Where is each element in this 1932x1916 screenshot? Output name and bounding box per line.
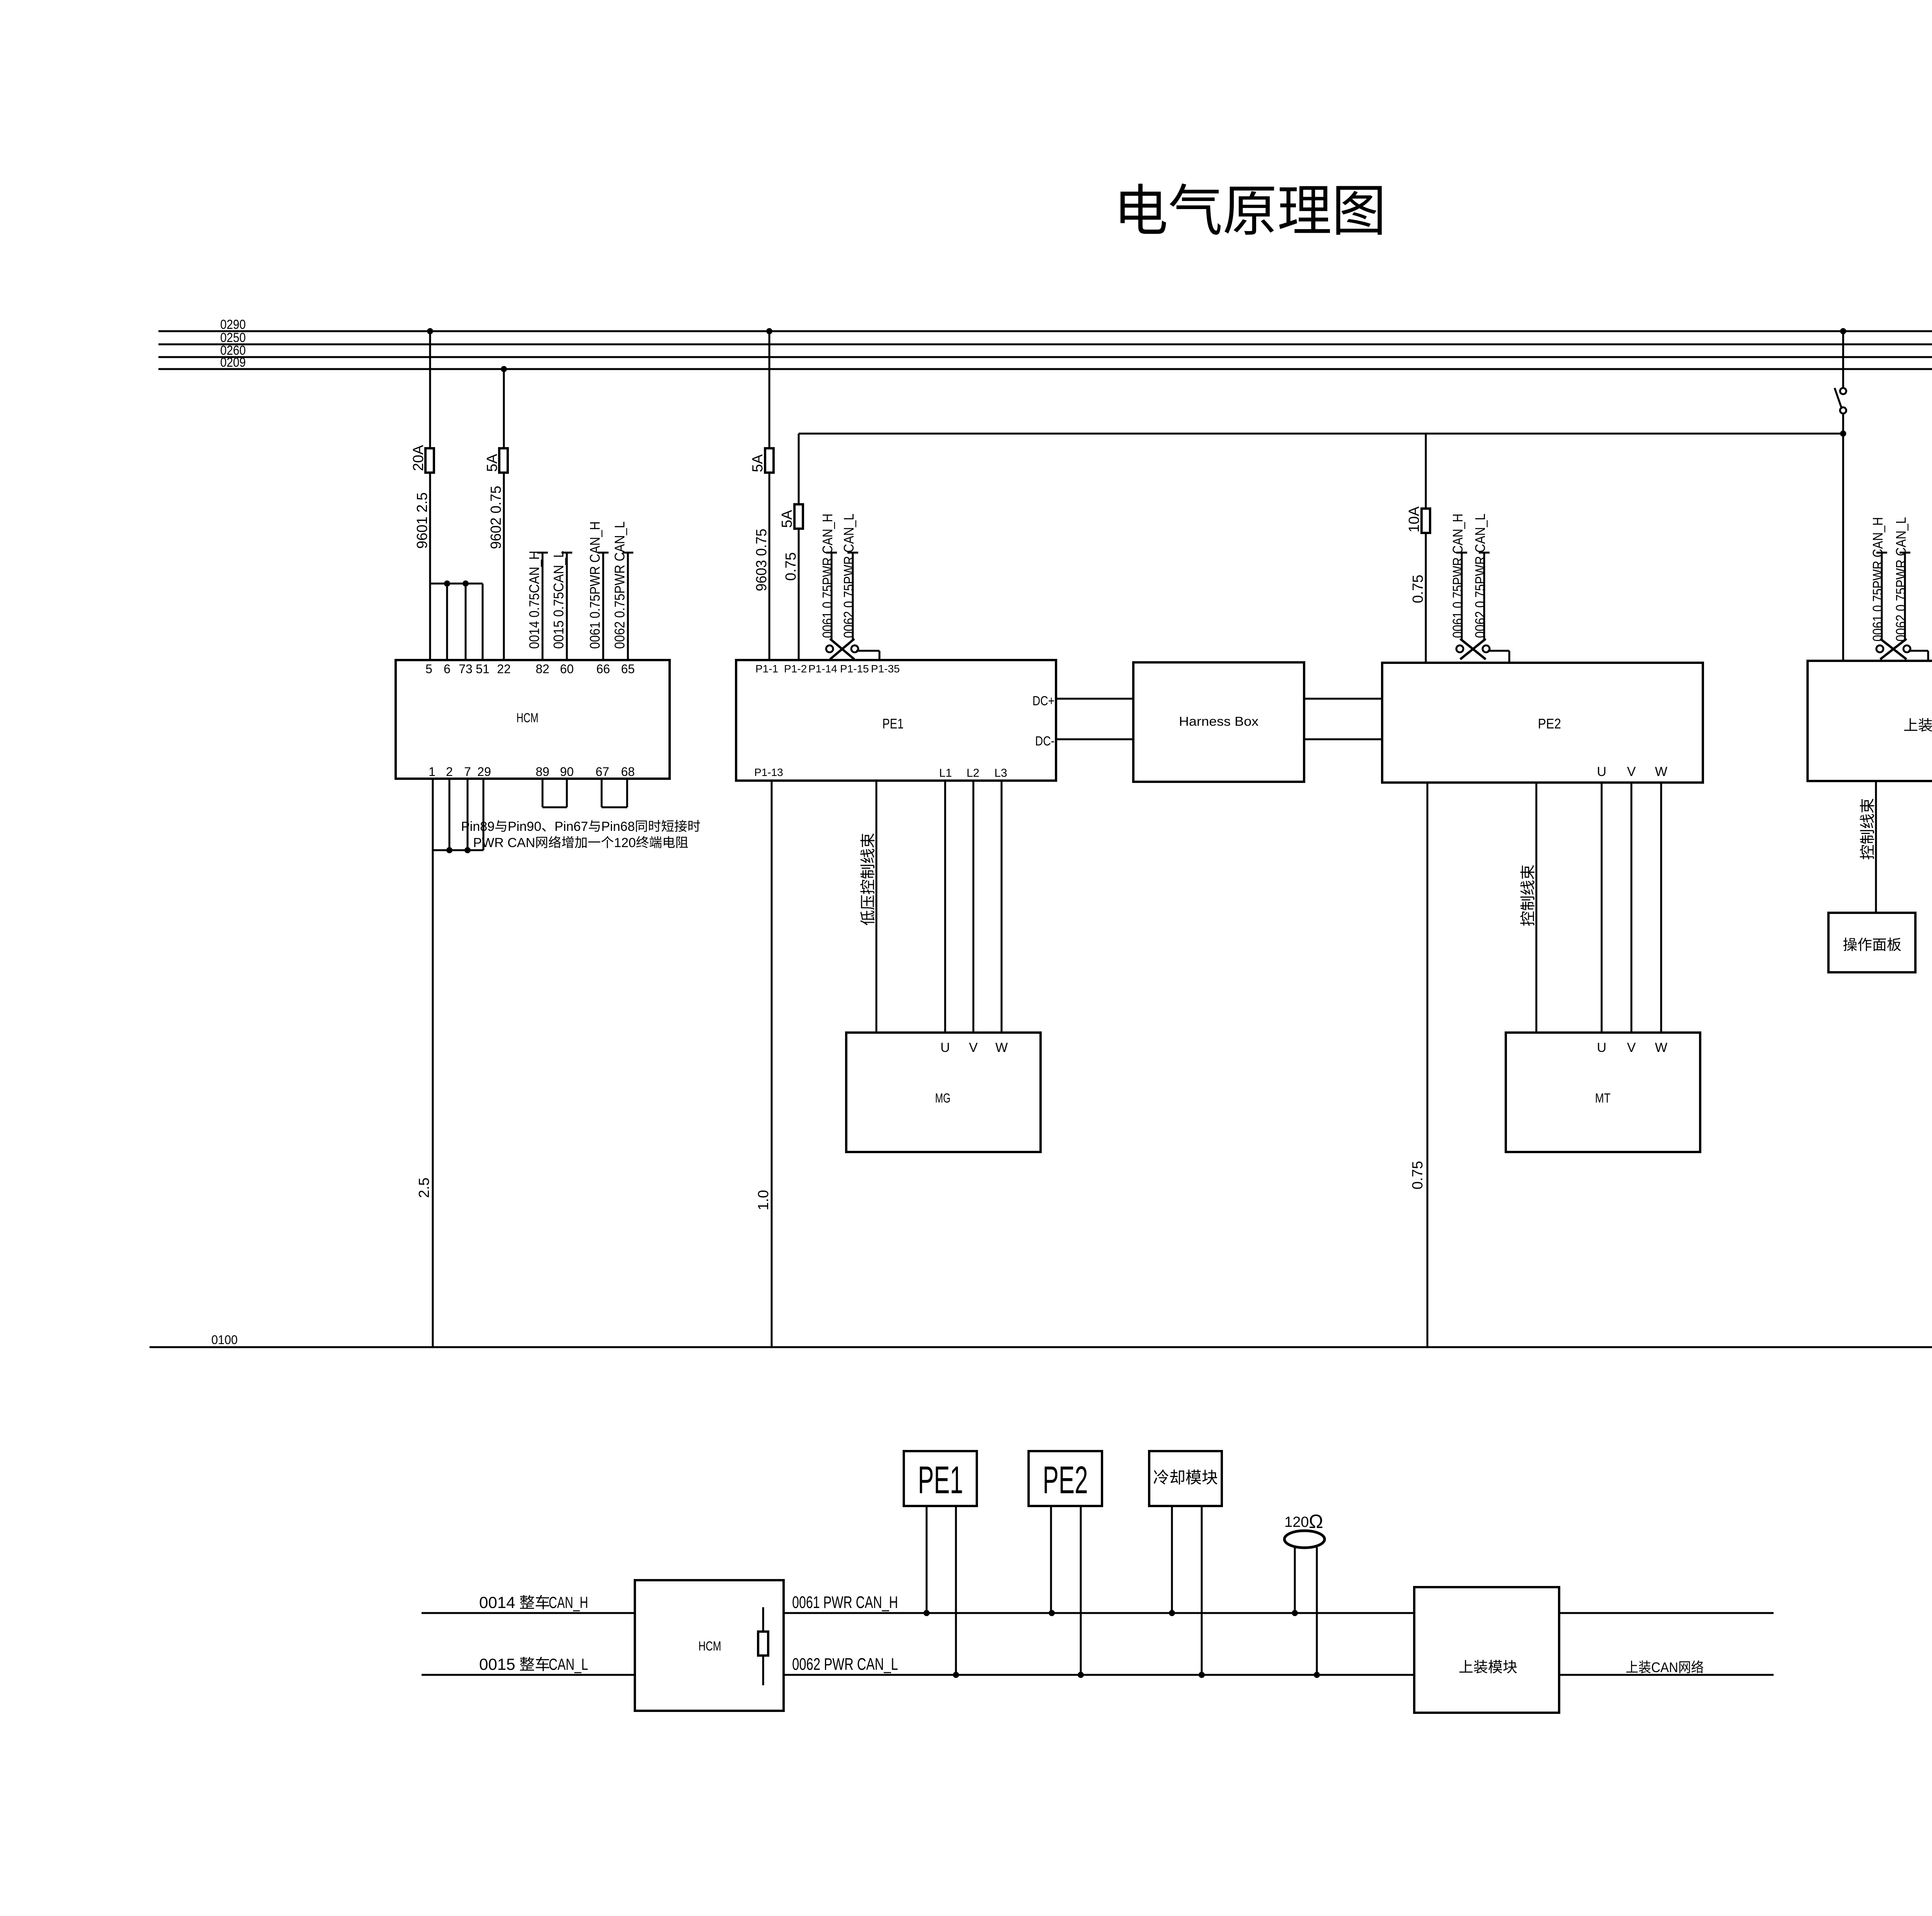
svg-text:L1: L1 xyxy=(939,767,952,779)
svg-text:W: W xyxy=(1655,1040,1667,1055)
svg-text:9602 0.75: 9602 0.75 xyxy=(488,486,504,549)
svg-text:P1-1: P1-1 xyxy=(755,663,778,675)
svg-text:Pin67: Pin67 xyxy=(554,819,588,834)
svg-text:0260: 0260 xyxy=(220,343,246,358)
svg-text:120: 120 xyxy=(1284,1514,1309,1530)
svg-text:V: V xyxy=(969,1040,978,1055)
svg-text:L2: L2 xyxy=(966,767,979,779)
svg-text:0100: 0100 xyxy=(211,1333,238,1347)
svg-text:0250: 0250 xyxy=(220,330,246,345)
svg-text:0061 0.75PWR CAN_H: 0061 0.75PWR CAN_H xyxy=(587,521,603,649)
svg-text:2: 2 xyxy=(446,765,453,779)
svg-text:82: 82 xyxy=(536,662,549,676)
svg-text:6: 6 xyxy=(444,662,451,676)
svg-text:22: 22 xyxy=(497,662,511,676)
svg-text:10A: 10A xyxy=(1406,506,1422,533)
svg-text:HCM: HCM xyxy=(699,1639,721,1654)
svg-text:68: 68 xyxy=(621,765,635,779)
svg-text:P1-2: P1-2 xyxy=(784,663,807,675)
svg-text:Pin90: Pin90 xyxy=(508,819,541,834)
svg-text:W: W xyxy=(995,1040,1008,1055)
svg-text:Pin89: Pin89 xyxy=(461,819,495,834)
svg-text:U: U xyxy=(1597,764,1607,779)
svg-text:67: 67 xyxy=(595,765,609,779)
svg-text:0015 0.75CAN_L: 0015 0.75CAN_L xyxy=(551,551,566,649)
svg-text:120: 120 xyxy=(614,835,636,850)
svg-text:U: U xyxy=(1597,1040,1607,1055)
svg-text:29: 29 xyxy=(477,765,491,779)
svg-text:Ω: Ω xyxy=(1309,1511,1323,1532)
svg-text:P1-13: P1-13 xyxy=(754,766,783,778)
svg-text:MT: MT xyxy=(1595,1091,1611,1106)
svg-text:HCM: HCM xyxy=(517,711,539,725)
svg-text:P1-35: P1-35 xyxy=(871,663,900,675)
svg-text:0062 0.75PWR CAN_L: 0062 0.75PWR CAN_L xyxy=(1472,514,1488,638)
svg-text:0.75: 0.75 xyxy=(1410,575,1426,603)
svg-text:0015: 0015 xyxy=(479,1655,515,1673)
svg-text:0.75: 0.75 xyxy=(1410,1161,1426,1189)
svg-text:0.75: 0.75 xyxy=(783,552,799,581)
svg-text:90: 90 xyxy=(560,765,574,779)
svg-text:0062 PWR CAN_L: 0062 PWR CAN_L xyxy=(792,1655,898,1674)
svg-text:0209: 0209 xyxy=(220,355,246,370)
svg-text:65: 65 xyxy=(621,662,635,676)
svg-text:Harness Box: Harness Box xyxy=(1179,714,1259,728)
svg-text:0062 0.75PWR CAN_L: 0062 0.75PWR CAN_L xyxy=(612,521,628,649)
svg-text:0062 0.75PWR CAN_L: 0062 0.75PWR CAN_L xyxy=(1893,517,1909,642)
svg-text:PE2: PE2 xyxy=(1538,716,1561,732)
svg-text:5A: 5A xyxy=(779,510,795,528)
svg-text:1: 1 xyxy=(429,765,435,779)
svg-text:L3: L3 xyxy=(994,767,1007,779)
svg-text:PE2: PE2 xyxy=(1043,1458,1088,1502)
svg-text:PWR CAN: PWR CAN xyxy=(473,835,535,850)
svg-text:5A: 5A xyxy=(750,454,766,472)
svg-text:P1-15: P1-15 xyxy=(840,663,869,675)
svg-text:V: V xyxy=(1627,1040,1636,1055)
svg-text:66: 66 xyxy=(596,662,610,676)
svg-text:W: W xyxy=(1655,764,1667,779)
svg-text:PE1: PE1 xyxy=(883,716,904,732)
svg-text:DC-: DC- xyxy=(1035,734,1054,749)
svg-text:CAN: CAN xyxy=(1651,1659,1678,1675)
svg-text:5A: 5A xyxy=(484,454,500,472)
svg-text:MG: MG xyxy=(935,1091,951,1106)
svg-text:1.0: 1.0 xyxy=(755,1190,772,1210)
svg-text:CAN_H: CAN_H xyxy=(549,1593,588,1611)
svg-text:P1-14: P1-14 xyxy=(808,663,837,675)
svg-text:9603 0.75: 9603 0.75 xyxy=(753,529,770,591)
svg-text:7: 7 xyxy=(464,765,471,779)
svg-text:2.5: 2.5 xyxy=(416,1178,432,1198)
svg-text:89: 89 xyxy=(536,765,549,779)
svg-text:0061 0.75PWR CAN_H: 0061 0.75PWR CAN_H xyxy=(1450,514,1466,638)
svg-text:0062 0.75PWR CAN_L: 0062 0.75PWR CAN_L xyxy=(841,514,857,638)
svg-text:60: 60 xyxy=(560,662,574,676)
svg-text:0061 PWR CAN_H: 0061 PWR CAN_H xyxy=(792,1593,898,1612)
svg-text:U: U xyxy=(940,1040,950,1055)
svg-text:PE1: PE1 xyxy=(918,1458,963,1502)
svg-text:0014 0.75CAN_H: 0014 0.75CAN_H xyxy=(526,551,542,649)
svg-text:0014: 0014 xyxy=(479,1593,515,1611)
svg-text:Pin68: Pin68 xyxy=(601,819,635,834)
svg-text:0290: 0290 xyxy=(220,317,246,332)
svg-text:73: 73 xyxy=(459,662,473,676)
svg-text:0061 0.75PWR CAN_H: 0061 0.75PWR CAN_H xyxy=(820,514,835,638)
svg-text:9601 2.5: 9601 2.5 xyxy=(414,492,430,549)
svg-text:CAN_L: CAN_L xyxy=(549,1655,588,1673)
svg-text:DC+: DC+ xyxy=(1032,694,1054,708)
svg-text:0061 0.75PWR CAN_H: 0061 0.75PWR CAN_H xyxy=(1870,517,1886,642)
svg-text:20A: 20A xyxy=(410,445,427,471)
svg-text:V: V xyxy=(1627,764,1636,779)
svg-text:5: 5 xyxy=(425,662,432,676)
svg-text:51: 51 xyxy=(476,662,490,676)
